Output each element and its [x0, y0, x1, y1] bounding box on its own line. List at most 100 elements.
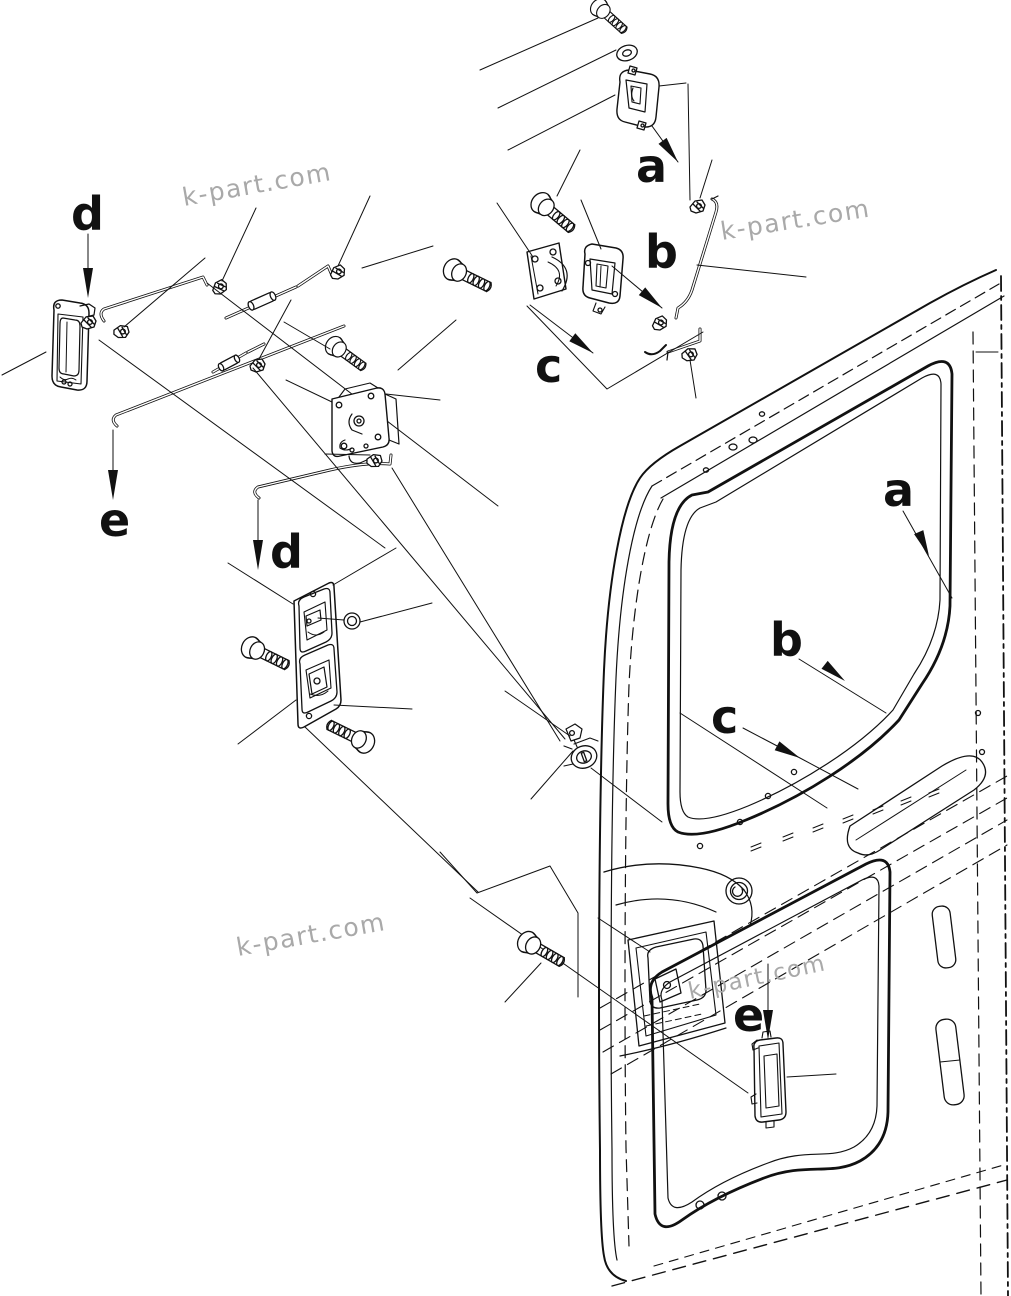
leader-line: [786, 1073, 837, 1078]
leader-line: [252, 367, 566, 740]
trim-hatch-marks: [750, 788, 940, 852]
leader-line: [227, 562, 294, 605]
leader-line: [689, 359, 697, 399]
door-top-flange: [660, 295, 1005, 499]
l-link-rod-core: [667, 328, 701, 353]
arrowhead-d-mid: [253, 540, 263, 570]
lock-mounting-plate: [526, 242, 568, 300]
door-outline: [598, 269, 997, 1282]
armrest-pocket: [846, 755, 987, 856]
leader-line: [469, 897, 749, 1094]
leader-line: [597, 917, 651, 953]
callout-a-top: a: [636, 139, 667, 193]
callout-b-door: b: [770, 613, 803, 667]
hex-bolt: [321, 713, 379, 757]
door-bottom-inner-dashed: [653, 1163, 1008, 1267]
inner-panel-sweep2: [743, 889, 753, 927]
leader-line: [526, 305, 704, 390]
arrowhead-b-upper: [638, 287, 662, 308]
leader-line: [359, 602, 433, 623]
callout-d-left: d: [71, 187, 104, 241]
lower-handle-cup: [298, 643, 338, 714]
arrowhead-c-upper: [569, 333, 593, 353]
door-inner-handle-recess: [615, 898, 727, 1057]
hook-rod: [644, 344, 667, 356]
arrowhead-e-left: [108, 470, 118, 500]
fastener-holes: [696, 411, 986, 850]
bent-link-rod-core: [675, 198, 718, 319]
hex-bolt: [526, 187, 581, 239]
rod-sleeve: [217, 354, 241, 372]
escutcheon-cover: [750, 1030, 837, 1129]
door-right-edge: [1000, 275, 1009, 1296]
leader-line: [590, 767, 663, 823]
leader-line: [556, 149, 581, 197]
door-left-flange-dashed: [624, 498, 664, 1247]
callout-a-door: a: [883, 463, 914, 517]
callout-d-mid: d: [270, 525, 303, 579]
link-rod-1: [99, 275, 209, 323]
arrowhead-d-left: [83, 268, 93, 298]
leader-line: [696, 264, 807, 278]
hex-bolt: [321, 332, 372, 377]
leader-line: [337, 195, 371, 267]
leader-line: [1, 351, 47, 376]
rod-clip: [111, 322, 131, 341]
top-striker-group: [479, 0, 691, 201]
arrowhead-c-door: [774, 741, 800, 758]
leader-line: [98, 339, 386, 549]
door-left-flange: [610, 485, 653, 1261]
link-rod-e-core: [112, 325, 345, 427]
door-grommet-hole: [725, 877, 753, 905]
callout-c-door: c: [711, 690, 738, 744]
hex-bolt: [586, 0, 633, 39]
leader-line: [699, 159, 713, 199]
leader-line: [496, 202, 534, 258]
outer-door-handle: [51, 299, 97, 391]
rod-clip: [650, 314, 670, 333]
upper-window-cutout: [666, 351, 999, 836]
hex-bolt: [513, 927, 570, 974]
leader-line: [221, 207, 257, 282]
door-lock-body: [582, 243, 624, 315]
leader-line: [580, 199, 602, 250]
bottom-bolt-group: [439, 851, 651, 1003]
inner-handle-bezel: [227, 547, 749, 1094]
hex-bolt: [439, 255, 497, 299]
arrowhead-a-top: [658, 137, 678, 162]
leader-line: [658, 82, 691, 201]
bent-link-rod: [674, 197, 719, 320]
leader-line: [439, 851, 579, 1003]
arrowhead-e-door: [763, 1010, 773, 1040]
hex-bolt: [237, 633, 295, 677]
rod-clip: [680, 346, 699, 363]
callout-arrowheads: [83, 137, 929, 1040]
leader-line: [258, 299, 292, 360]
leader-line: [385, 393, 441, 401]
leader-line: [507, 94, 616, 151]
arrowhead-a-door: [914, 530, 929, 556]
rod-clip: [689, 199, 706, 214]
upper-right-linkage: [644, 159, 807, 399]
leader-line: [479, 17, 599, 71]
leader-line: [391, 467, 561, 742]
leader-line: [304, 726, 479, 893]
door-right-inner-band: [972, 331, 982, 1296]
door-callout-leaders: [87, 125, 953, 1013]
door-lock-striker: [616, 65, 660, 131]
watermark-top-left: k-part.com: [180, 157, 334, 212]
leader-line: [504, 690, 571, 737]
leader-line: [397, 319, 457, 371]
leader-line: [530, 750, 574, 800]
inner-panel-sweep: [603, 863, 745, 891]
callout-e-door: e: [733, 988, 764, 1042]
callout-e-left: e: [99, 493, 130, 547]
washer: [616, 44, 638, 62]
callout-b-upper: b: [645, 225, 678, 279]
leader-line: [283, 321, 331, 350]
leader-line: [285, 379, 333, 403]
link-rod-1-core: [100, 276, 208, 322]
key-lock-cylinder: [504, 690, 663, 823]
rod-hook: [711, 195, 719, 200]
